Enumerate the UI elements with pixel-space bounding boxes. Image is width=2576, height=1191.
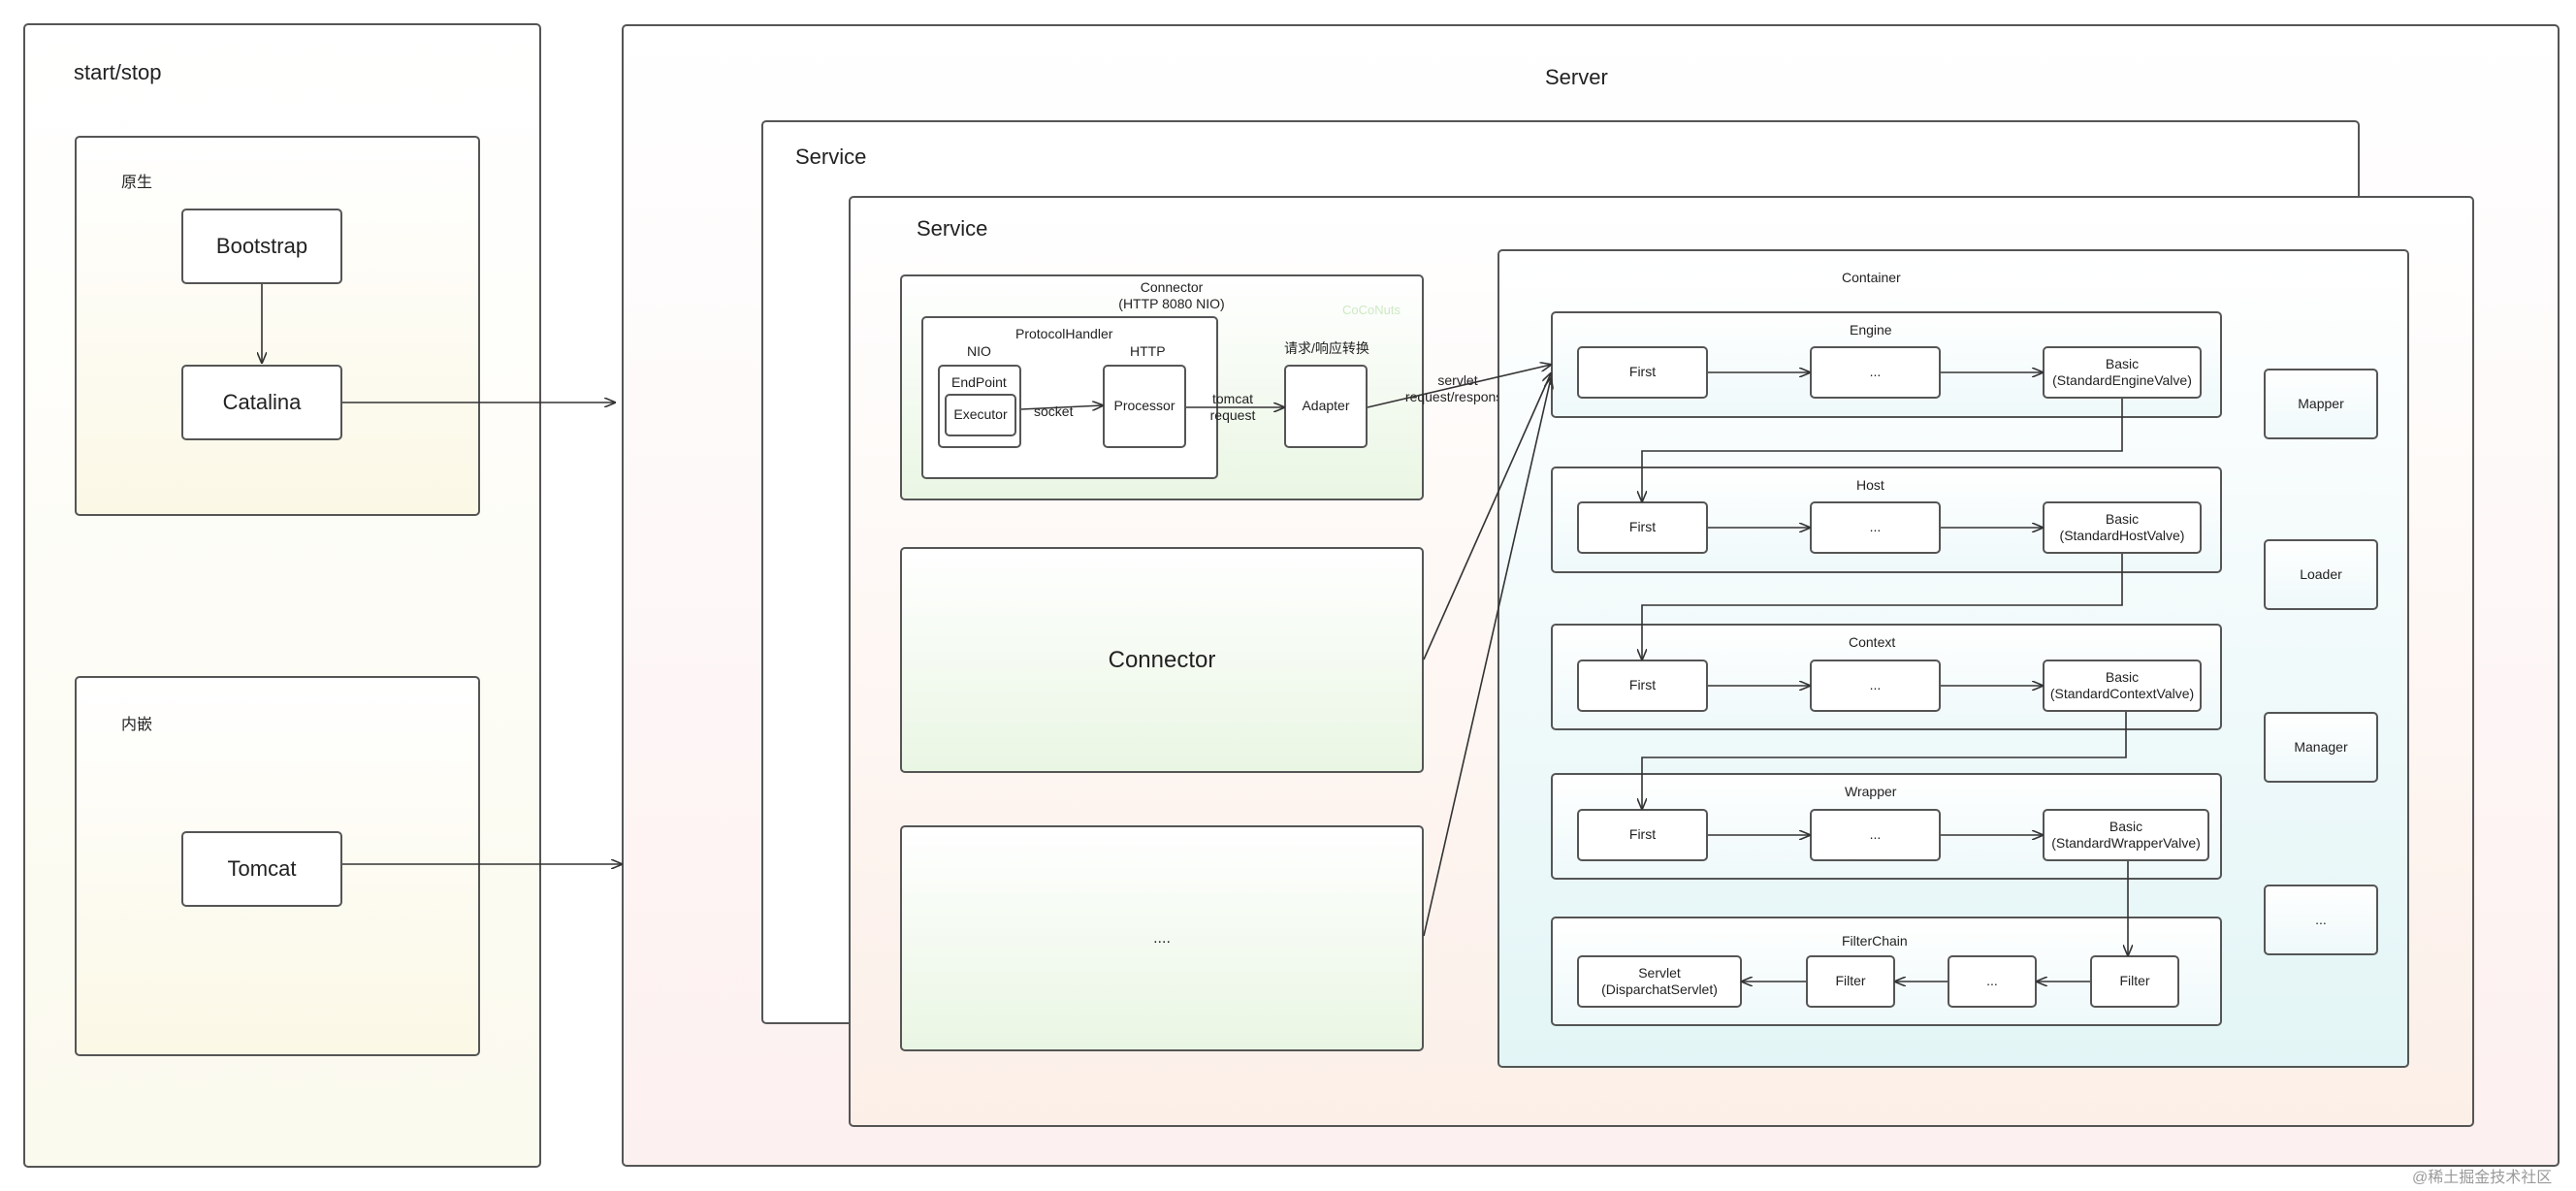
host-etc-valve: ...: [1810, 501, 1941, 554]
http-label: HTTP: [1130, 343, 1166, 359]
wrapper-title: Wrapper: [1845, 784, 1897, 799]
connector-box: Connector: [900, 547, 1424, 773]
tomcat-request-label: tomcat request: [1209, 390, 1256, 424]
socket-label: socket: [1034, 403, 1074, 419]
host-basic-valve: Basic (StandardHostValve): [2043, 501, 2202, 554]
side-etc-box: ...: [2264, 885, 2378, 955]
context-etc-valve: ...: [1810, 660, 1941, 712]
catalina-box: Catalina: [181, 365, 342, 440]
site-watermark: @稀土掘金技术社区: [2412, 1170, 2553, 1186]
context-first-valve: First: [1577, 660, 1708, 712]
filter-box-2: Filter: [2090, 955, 2179, 1008]
adapter-box: Adapter: [1284, 365, 1368, 448]
mapper-box: Mapper: [2264, 369, 2378, 439]
connector-watermark: CoCoNuts: [1342, 303, 1401, 317]
wrapper-basic-valve: Basic (StandardWrapperValve): [2043, 809, 2209, 861]
connector-detail-title: Connector (HTTP 8080 NIO): [1118, 278, 1225, 312]
wrapper-first-valve: First: [1577, 809, 1708, 861]
context-title: Context: [1849, 634, 1896, 650]
filterchain-title: FilterChain: [1842, 933, 1908, 949]
tomcat-box: Tomcat: [181, 831, 342, 907]
engine-first-valve: First: [1577, 346, 1708, 399]
executor-box: Executor: [945, 394, 1016, 436]
embedded-label: 内嵌: [121, 717, 153, 733]
service-back-title: Service: [795, 145, 867, 169]
service-front-title: Service: [917, 216, 988, 241]
native-label: 原生: [121, 175, 153, 191]
connector-etc-box: ....: [900, 825, 1424, 1051]
native-group: [75, 136, 480, 516]
loader-box: Loader: [2264, 539, 2378, 610]
engine-etc-valve: ...: [1810, 346, 1941, 399]
context-basic-valve: Basic (StandardContextValve): [2043, 660, 2202, 712]
host-first-valve: First: [1577, 501, 1708, 554]
filter-etc-box: ...: [1948, 955, 2037, 1008]
nio-label: NIO: [967, 343, 991, 359]
manager-box: Manager: [2264, 712, 2378, 783]
container-title: Container: [1842, 270, 1901, 285]
host-title: Host: [1856, 477, 1884, 493]
processor-box: Processor: [1103, 365, 1186, 448]
servlet-box: Servlet (DisparchatServlet): [1577, 955, 1742, 1008]
wrapper-etc-valve: ...: [1810, 809, 1941, 861]
conversion-label: 请求/响应转换: [1284, 340, 1369, 356]
protocol-handler-title: ProtocolHandler: [1015, 326, 1113, 341]
filter-box-1: Filter: [1806, 955, 1895, 1008]
endpoint-label: EndPoint: [951, 374, 1007, 390]
server-title: Server: [1545, 65, 1608, 89]
start-stop-title: start/stop: [74, 60, 162, 84]
bootstrap-box: Bootstrap: [181, 209, 342, 284]
engine-basic-valve: Basic (StandardEngineValve): [2043, 346, 2202, 399]
engine-title: Engine: [1850, 322, 1892, 338]
